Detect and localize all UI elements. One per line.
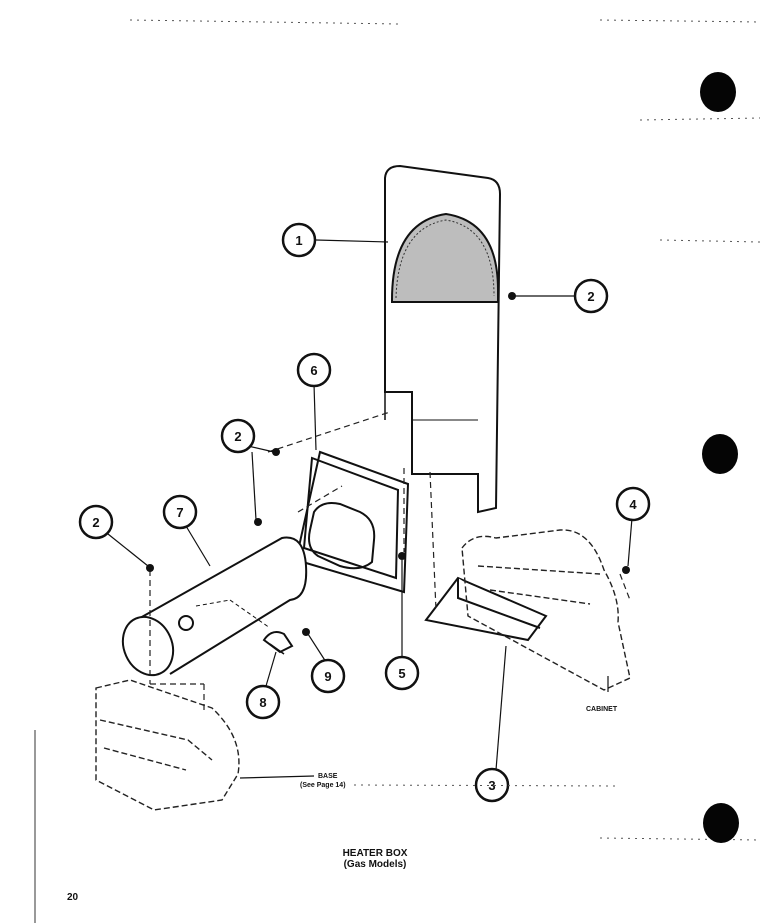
svg-text:2: 2 [92,515,99,530]
binder-hole-middle [702,434,738,474]
scan-noise [129,19,761,841]
callout-9: 9 [310,658,346,694]
igniter-bracket-part [262,631,294,655]
callout-2-tube: 2 [78,504,114,540]
screw-icons [146,292,630,636]
svg-text:6: 6 [310,363,317,378]
screw-icon [272,448,280,456]
front-panel-part [384,164,502,514]
callout-4: 4 [615,486,651,522]
shelf-bracket-part [424,576,548,642]
svg-text:3: 3 [488,778,495,793]
callout-5: 5 [384,655,420,691]
screw-icon [254,518,262,526]
callout-8: 8 [245,684,281,720]
base-outline [95,679,240,811]
svg-text:4: 4 [629,497,637,512]
callout-3: 3 [474,767,510,803]
callout-6: 6 [296,352,332,388]
leader-lines [107,239,633,779]
screw-icon [508,292,516,300]
base-label: BASE [318,773,338,780]
diagram-title: HEATER BOX (Gas Models) [300,848,450,870]
svg-text:1: 1 [295,233,302,248]
cabinet-label: CABINET [586,706,618,713]
duct-gasket-part [294,450,410,594]
callout-2-gasket: 2 [220,418,256,454]
burner-tube-part [121,536,308,677]
callout-1: 1 [281,222,317,258]
svg-text:2: 2 [234,429,241,444]
svg-text:5: 5 [398,666,405,681]
callout-2-panel: 2 [573,278,609,314]
svg-text:8: 8 [259,695,266,710]
title-line-1: HEATER BOX [342,848,408,859]
binder-hole-bottom [703,803,739,843]
cabinet-outline [461,529,631,691]
screw-icon [622,566,630,574]
screw-icon [398,552,406,560]
page-number: 20 [67,892,79,903]
binder-hole-top [700,72,736,112]
svg-text:9: 9 [324,669,331,684]
title-line-2: (Gas Models) [343,859,407,870]
base-note: (See Page 14) [300,782,346,789]
callout-7: 7 [162,494,198,530]
svg-text:7: 7 [176,505,183,520]
assembly-lines [149,411,631,714]
svg-text:2: 2 [587,289,594,304]
